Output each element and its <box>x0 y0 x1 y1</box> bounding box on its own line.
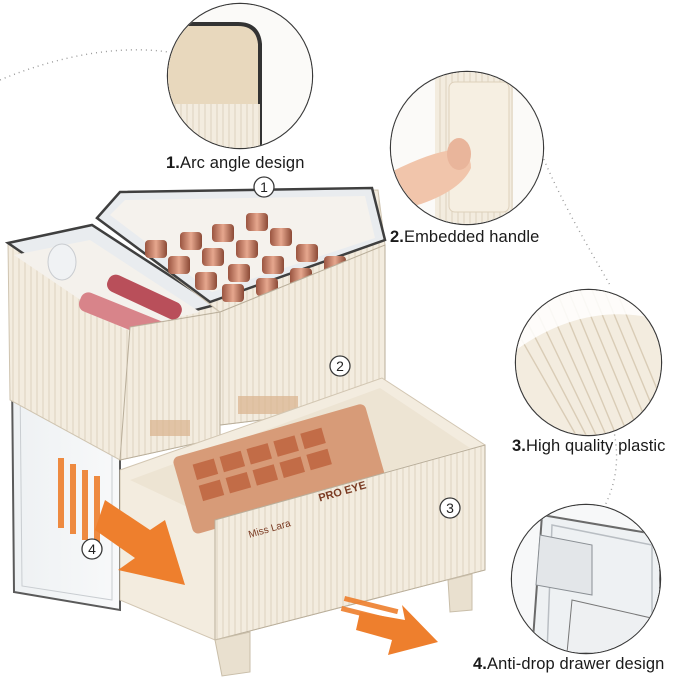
callout-2-label: Embedded handle <box>403 228 540 246</box>
callout-handle: 2.Embedded handle <box>390 228 539 247</box>
callout-1-number: 1. <box>166 154 180 172</box>
orange-arrows <box>58 458 438 655</box>
callout-4-number: 4. <box>473 655 487 673</box>
eyeshadow-palette <box>173 404 385 534</box>
marker-4: 4 <box>88 541 96 557</box>
arrow-bottom <box>356 605 438 655</box>
zoom-circle-plastic <box>516 290 661 435</box>
marker-2: 2 <box>336 358 344 374</box>
callout-3-label: High quality plastic <box>525 437 666 455</box>
marker-1: 1 <box>260 179 268 195</box>
pulled-drawer <box>119 377 486 677</box>
callout-plastic: 3.High quality plastic <box>512 437 666 456</box>
callout-3-number: 3. <box>512 437 526 455</box>
callout-antidrop: 4.Anti-drop drawer design <box>473 655 664 674</box>
marker-3: 3 <box>446 500 454 516</box>
dotted-guide-lines <box>0 49 618 516</box>
callout-4-label: Anti-drop drawer design <box>486 655 665 673</box>
lipsticks <box>145 213 346 302</box>
arrow-left <box>95 500 185 585</box>
zoom-circle-arc <box>168 4 312 148</box>
zoom-circle-handle <box>391 72 543 224</box>
callout-arc-angle: 1.Arc angle design <box>166 154 304 173</box>
callout-1-label: Arc angle design <box>179 154 305 172</box>
callout-2-number: 2. <box>390 228 404 246</box>
zoom-circle-antidrop <box>512 505 660 653</box>
lipstick-box <box>95 186 387 426</box>
markers <box>81 176 461 560</box>
